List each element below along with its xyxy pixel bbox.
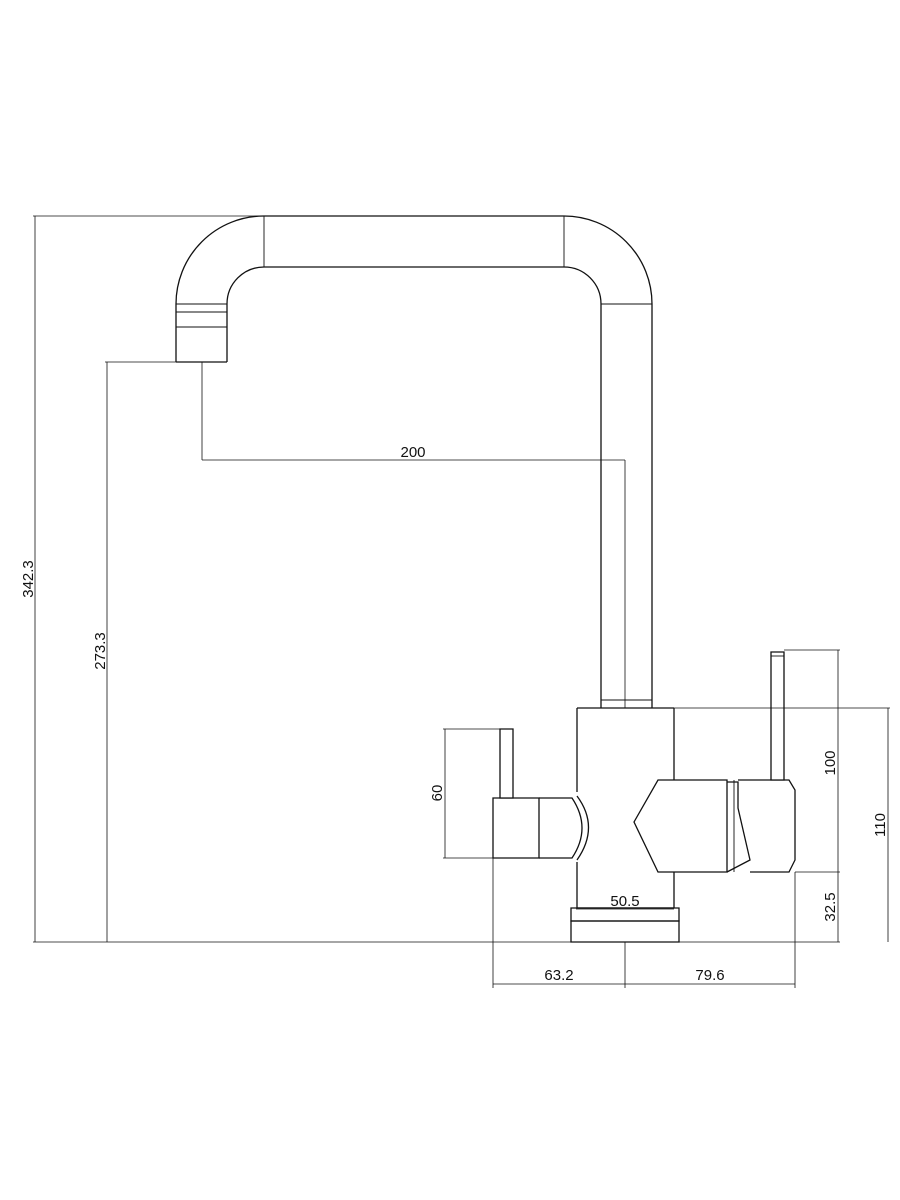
label-total-height: 342.3 [20, 560, 37, 598]
dim-right-lever [784, 650, 840, 872]
dim-body-height [674, 708, 890, 942]
label-body-height: 110 [872, 813, 889, 837]
spout-outlet [176, 304, 227, 362]
right-lever [674, 652, 795, 872]
label-right-offset: 79.6 [695, 967, 724, 984]
label-outlet-height: 273.3 [92, 632, 109, 670]
label-base-width: 50.5 [610, 893, 639, 910]
label-left-handle-height: 60 [429, 785, 446, 802]
label-base-height: 32.5 [822, 892, 839, 921]
left-handle [493, 729, 582, 858]
label-left-offset: 63.2 [544, 967, 573, 984]
spout-top-tube [264, 216, 564, 267]
dim-spout-reach [202, 362, 625, 708]
faucet-outline [176, 216, 795, 942]
dim-left-handle [443, 729, 500, 858]
dim-outlet-height [105, 362, 176, 942]
spout-riser [601, 304, 652, 708]
label-spout-reach: 200 [400, 444, 425, 461]
faucet-base [571, 908, 679, 942]
dimension-labels: 342.3 273.3 200 60 100 110 32.5 50.5 63.… [20, 444, 889, 984]
spout-left-bend [176, 216, 264, 304]
dim-total-height [33, 216, 264, 942]
dimension-lines [33, 216, 890, 988]
spout-right-bend [564, 216, 652, 304]
label-right-lever-height: 100 [822, 750, 839, 775]
faucet-body [577, 708, 674, 908]
dim-bottom-offsets [493, 858, 795, 988]
